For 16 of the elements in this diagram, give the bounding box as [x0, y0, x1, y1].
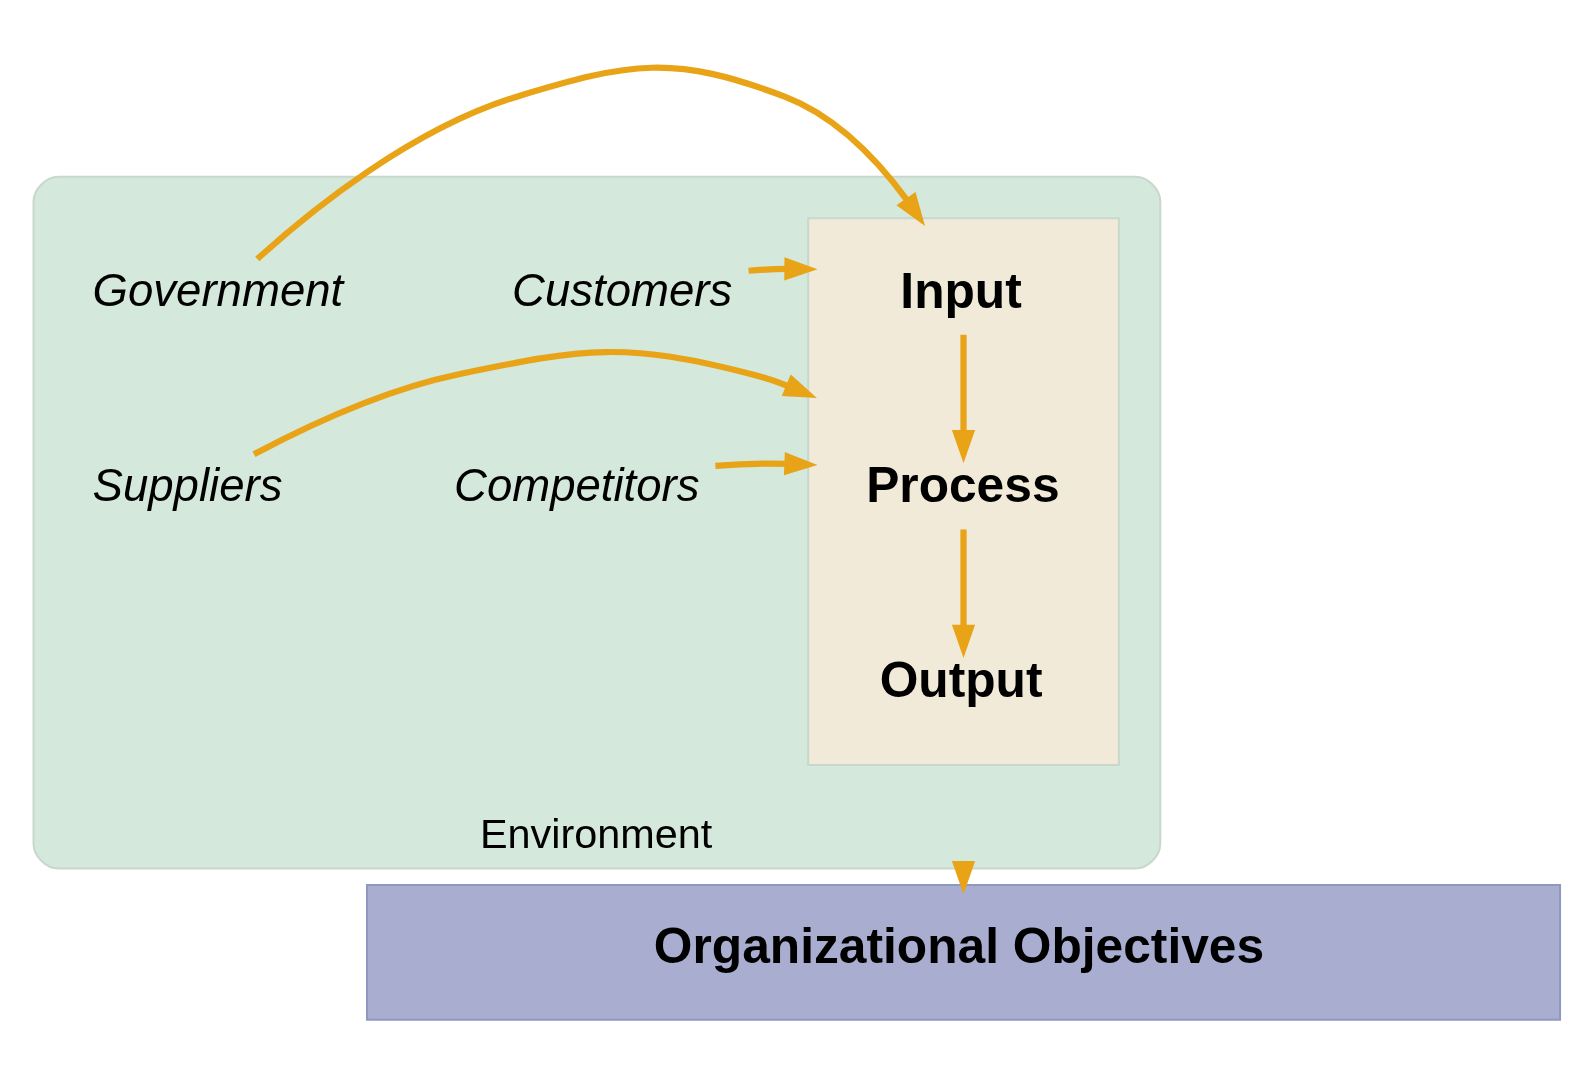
- node-box: Organizational Objectives: [366, 883, 1562, 1021]
- node-text: Suppliers: [92, 459, 283, 511]
- arrow: [748, 256, 818, 281]
- node-text: Government: [92, 264, 344, 316]
- arrow: [951, 860, 976, 894]
- node-text: Process: [866, 456, 1060, 513]
- arrow: [255, 64, 925, 261]
- node-text: Competitors: [454, 459, 700, 511]
- arrow: [951, 334, 976, 463]
- arrow: [951, 528, 976, 658]
- node-text: Input: [900, 262, 1022, 319]
- node-text: Output: [879, 651, 1043, 708]
- arrow: [715, 451, 818, 475]
- cluster: [807, 216, 1120, 766]
- node-text: Customers: [512, 264, 733, 316]
- arrow: [252, 348, 817, 457]
